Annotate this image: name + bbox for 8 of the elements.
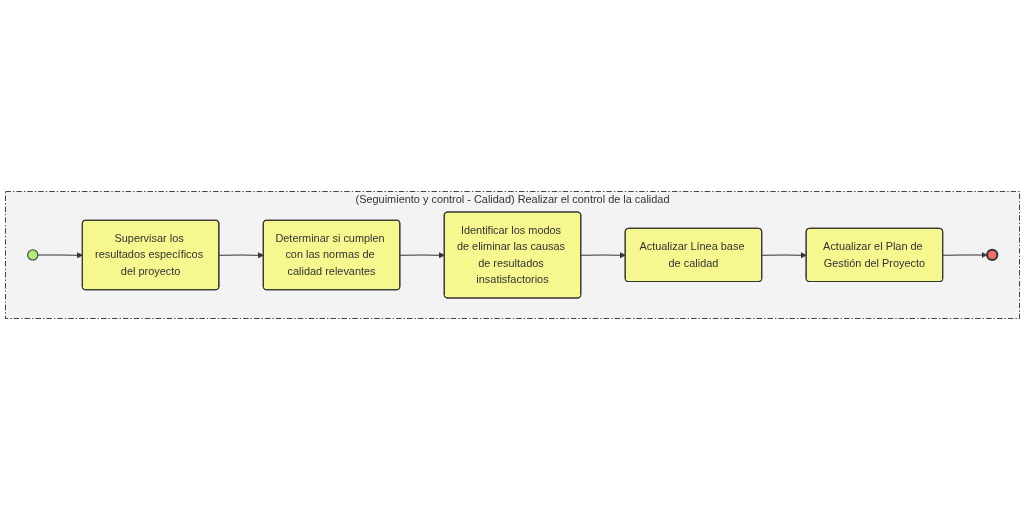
arrow — [942, 251, 988, 258]
arrow — [37, 251, 83, 258]
arrow — [218, 251, 264, 258]
node-circle — [986, 248, 999, 261]
arrow — [399, 251, 445, 258]
arrow — [761, 251, 807, 258]
arrow — [580, 251, 626, 258]
node-circle — [27, 248, 39, 261]
